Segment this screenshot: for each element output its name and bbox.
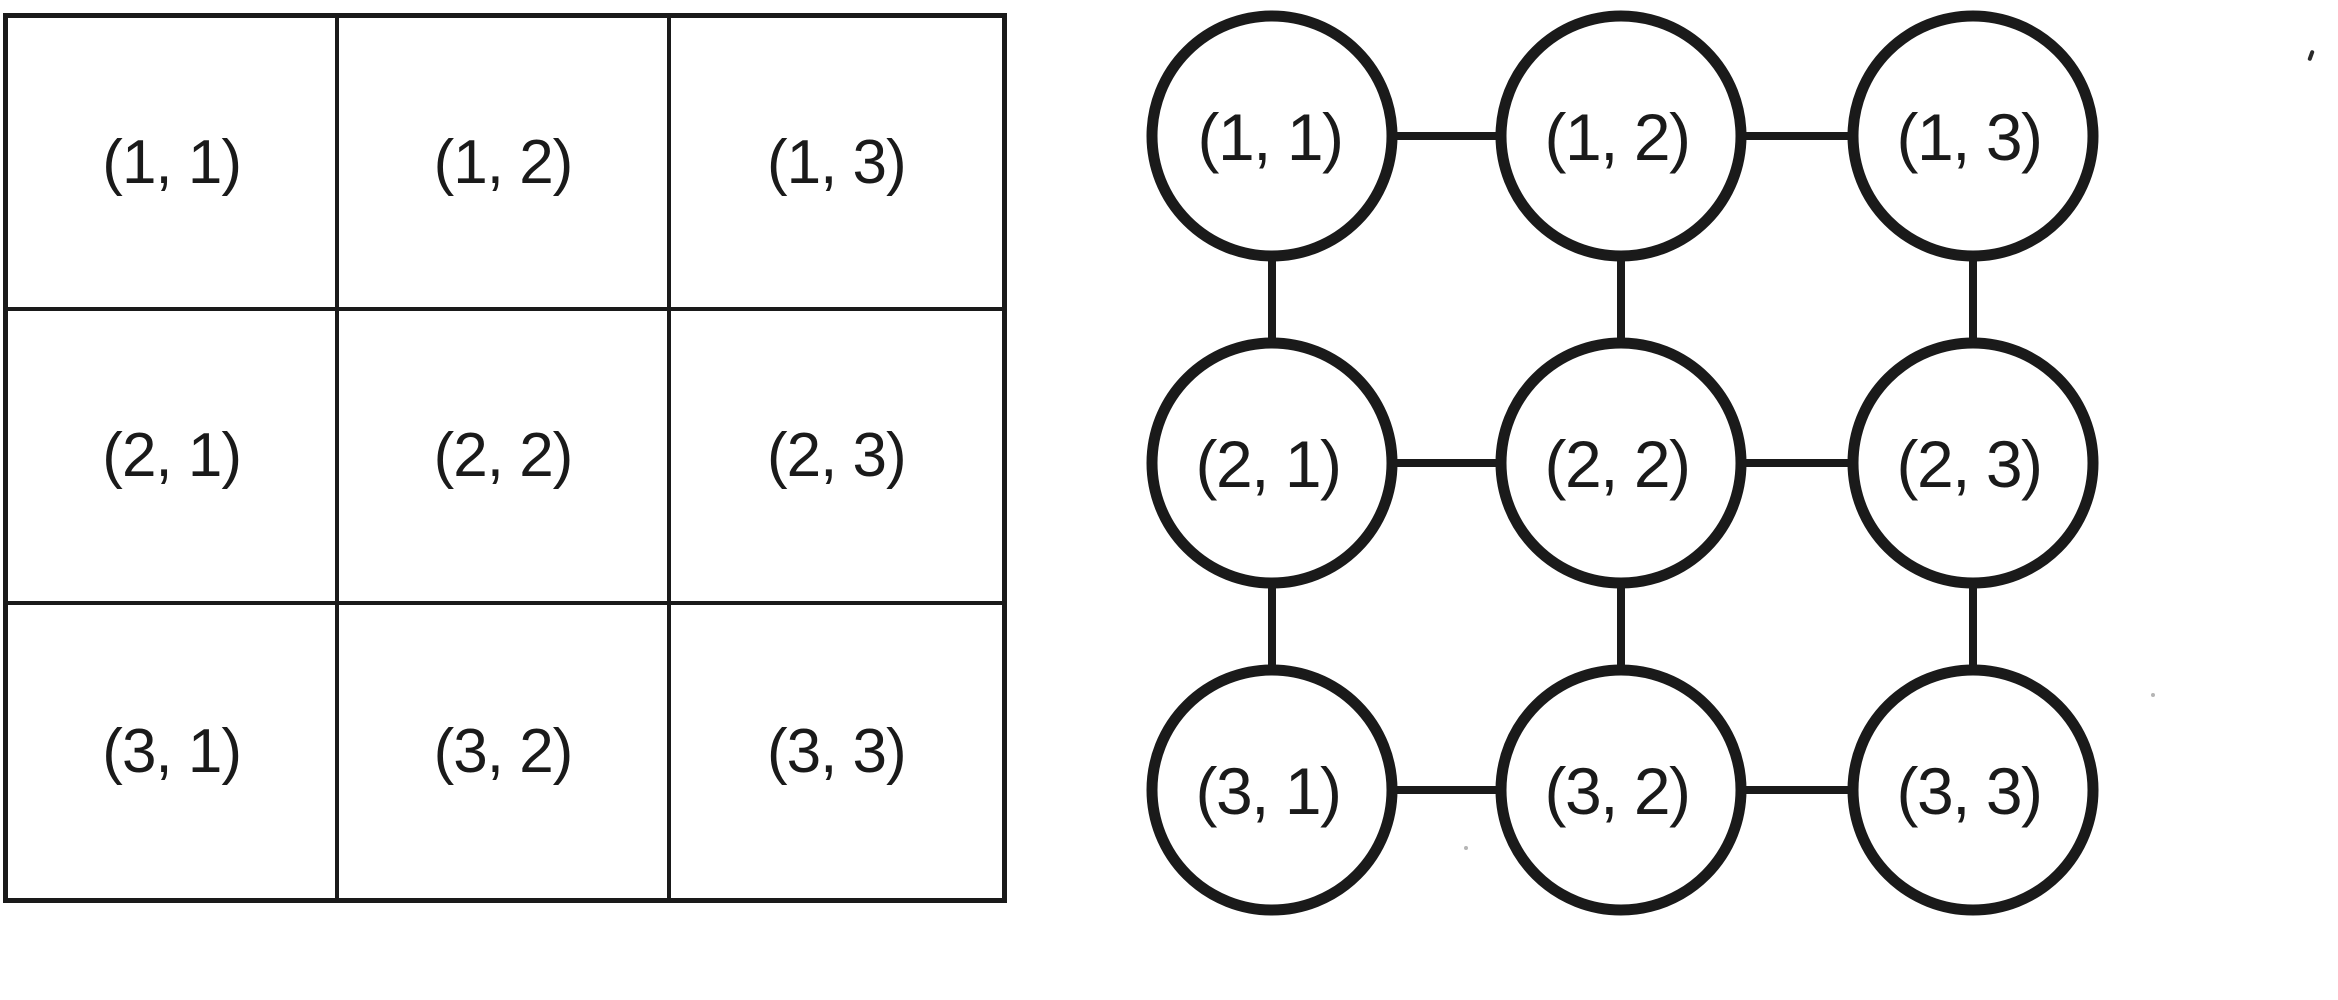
- node-circle: [1146, 337, 1398, 589]
- grid-cell-label: (3, 1): [102, 716, 242, 786]
- node-circle: [1847, 10, 2099, 262]
- node-circle: [1495, 337, 1747, 589]
- scan-speck: [2151, 693, 2155, 697]
- grid-cell-label: (3, 3): [766, 716, 907, 786]
- grid-cell-label: (1, 2): [433, 128, 574, 198]
- node-circle: [1146, 664, 1398, 916]
- node-label: (2, 1): [1195, 427, 1340, 501]
- grid-cell-3-1: (3, 1): [8, 604, 340, 898]
- graph-node-1-3: (1, 3): [1847, 10, 2099, 262]
- graph-node-2-1: (2, 1): [1146, 337, 1398, 589]
- graph-node-3-3: (3, 3): [1847, 664, 2099, 916]
- graph-node-2-3: (2, 3): [1847, 337, 2099, 589]
- grid-cell-label: (2, 2): [433, 421, 574, 491]
- grid-cell-label: (2, 3): [766, 421, 907, 491]
- node-label: (1, 1): [1197, 100, 1342, 174]
- grid-table: (1, 1) (1, 2) (1, 3) (2, 1) (2, 2) (2, 3…: [3, 13, 1007, 903]
- grid-cell-1-1: (1, 1): [8, 18, 340, 312]
- scan-speck: [1464, 846, 1468, 850]
- graph-node-1-1: (1, 1): [1146, 10, 1398, 262]
- grid-cell-2-3: (2, 3): [670, 311, 1002, 605]
- node-label: (1, 2): [1544, 100, 1689, 174]
- node-label: (2, 3): [1896, 427, 2041, 501]
- node-circle: [1847, 664, 2099, 916]
- graph-node-3-2: (3, 2): [1495, 664, 1747, 916]
- node-label: (3, 1): [1195, 754, 1340, 828]
- node-label: (2, 2): [1544, 427, 1689, 501]
- grid-cell-1-3: (1, 3): [670, 18, 1002, 312]
- grid-cell-2-1: (2, 1): [8, 311, 340, 605]
- graph-node-3-1: (3, 1): [1146, 664, 1398, 916]
- node-circle: [1495, 664, 1747, 916]
- grid-cell-label: (1, 3): [766, 128, 907, 198]
- grid-cell-3-3: (3, 3): [671, 605, 1002, 898]
- node-label: (3, 3): [1896, 754, 2041, 828]
- grid-cell-label: (1, 1): [102, 128, 242, 198]
- grid-cell-2-2: (2, 2): [339, 311, 671, 605]
- node-label: (3, 2): [1544, 754, 1689, 828]
- grid-cell-3-2: (3, 2): [339, 604, 671, 898]
- node-circle: [1495, 10, 1747, 262]
- graph-node-1-2: (1, 2): [1495, 10, 1747, 262]
- node-label: (1, 3): [1896, 100, 2041, 174]
- node-circle: [1847, 337, 2099, 589]
- node-circle: [1146, 10, 1398, 262]
- grid-graph: (1, 1) (1, 2) (1, 3) (2, 1) (2, 2) (2, 3…: [1146, 10, 2099, 916]
- graph-node-2-2: (2, 2): [1495, 337, 1747, 589]
- grid-cell-label: (2, 1): [102, 421, 242, 491]
- grid-cell-label: (3, 2): [433, 716, 574, 786]
- grid-cell-1-2: (1, 2): [339, 18, 671, 312]
